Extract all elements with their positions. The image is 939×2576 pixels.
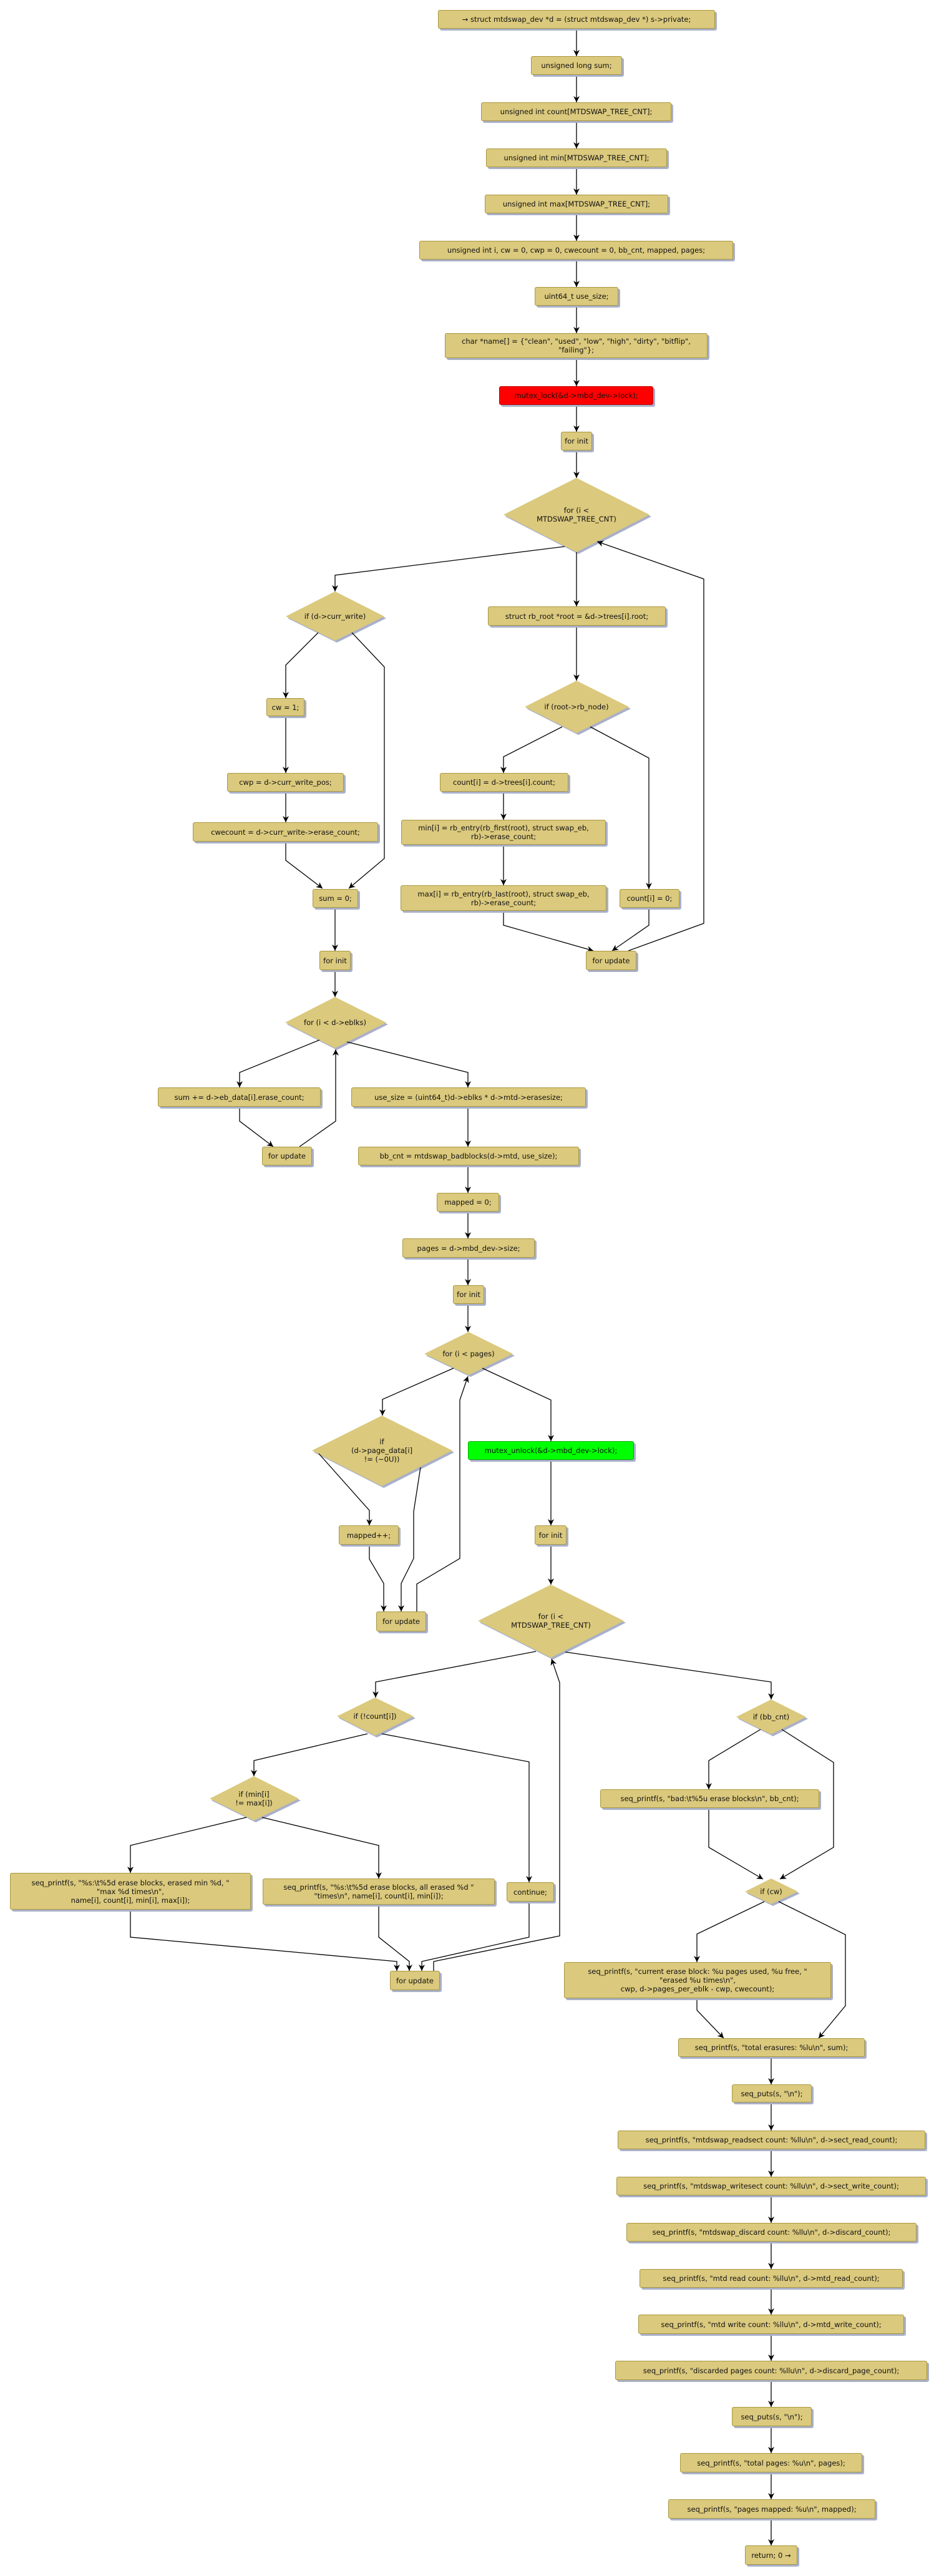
node-for-update-3: for update — [376, 1611, 426, 1631]
node-printf-pages-mapped: seq_printf(s, "pages mapped: %u\n", mapp… — [668, 2499, 875, 2519]
node-printf-discarded-pages: seq_printf(s, "discarded pages count: %l… — [615, 2361, 927, 2380]
if-not-count-diamond — [337, 1698, 414, 1736]
node-printf-total-erasures: seq_printf(s, "total erasures: %lu\n", s… — [678, 2038, 865, 2057]
node-loop-eblks: for (i < d->eblks) — [304, 1018, 366, 1027]
node-mapped-inc: mapped++; — [339, 1525, 399, 1545]
node-max-assign: max[i] = rb_entry(rb_last(root), struct … — [401, 885, 606, 911]
node-for-init-3: for init — [453, 1285, 484, 1304]
node-if-bb-cnt: if (bb_cnt) — [752, 1713, 790, 1721]
diamond-shapes — [210, 478, 808, 1906]
node-decl-count: unsigned int count[MTDSWAP_TREE_CNT]; — [481, 102, 671, 121]
node-decl-min: unsigned int min[MTDSWAP_TREE_CNT]; — [486, 148, 667, 167]
edges — [127, 29, 846, 2545]
if-page-data-diamond — [312, 1416, 452, 1486]
node-loop-pages: for (i < pages) — [442, 1349, 495, 1358]
node-if-not-count: if (!count[i]) — [353, 1712, 397, 1721]
node-mutex-unlock: mutex_unlock(&d->mbd_dev->lock); — [468, 1441, 634, 1460]
node-mapped-zero: mapped = 0; — [437, 1193, 499, 1212]
node-printf-discard: seq_printf(s, "mtdswap_discard count: %l… — [626, 2223, 917, 2242]
node-start: → struct mtdswap_dev *d = (struct mtdswa… — [438, 10, 715, 29]
node-decl-sum: unsigned long sum; — [531, 56, 622, 75]
node-printf-min-max: seq_printf(s, "%s:\t%5d erase blocks, er… — [10, 1873, 251, 1910]
if-min-max-diamond — [210, 1776, 299, 1820]
node-if-curr-write: if (d->curr_write) — [304, 612, 366, 621]
node-printf-mtd-write: seq_printf(s, "mtd write count: %llu\n",… — [638, 2315, 904, 2334]
node-count-assign: count[i] = d->trees[i].count; — [440, 773, 568, 792]
node-if-page-data: if (d->page_data[i] != (~0U)) — [351, 1437, 413, 1464]
node-for-init-4: for init — [535, 1525, 567, 1545]
if-cw-diamond — [745, 1879, 798, 1904]
node-sum-zero: sum = 0; — [313, 889, 358, 908]
loop-pages-diamond — [424, 1332, 513, 1375]
node-decl-vars: unsigned int i, cw = 0, cwp = 0, cwecoun… — [419, 241, 733, 260]
node-decl-use-size: uint64_t use_size; — [535, 287, 618, 306]
node-if-min-max: if (min[i] != max[i]) — [235, 1790, 273, 1807]
node-sum-add: sum += d->eb_data[i].erase_count; — [158, 1087, 321, 1107]
node-puts-newline-1: seq_puts(s, "\n"); — [732, 2084, 812, 2102]
node-printf-writesect: seq_printf(s, "mtdswap_writesect count: … — [616, 2177, 926, 2195]
loop-tree-1-diamond — [504, 478, 650, 552]
loop-tree-2-diamond — [478, 1585, 624, 1658]
node-printf-readsect: seq_printf(s, "mtdswap_readsect count: %… — [618, 2131, 925, 2149]
node-for-init-1: for init — [561, 432, 592, 450]
node-use-size-assign: use_size = (uint64_t)d->eblks * d->mtd->… — [351, 1087, 586, 1107]
node-cwp-assign: cwp = d->curr_write_pos; — [227, 773, 344, 792]
node-if-cw: if (cw) — [760, 1887, 782, 1896]
node-loop-tree-1: for (i < MTDSWAP_TREE_CNT) — [537, 506, 616, 523]
node-continue: continue; — [507, 1882, 554, 1902]
loop-eblks-diamond — [285, 997, 386, 1048]
node-printf-current: seq_printf(s, "current erase block: %u p… — [564, 1962, 831, 1998]
node-decl-max: unsigned int max[MTDSWAP_TREE_CNT]; — [485, 195, 668, 213]
if-rb-node-diamond — [525, 681, 629, 733]
node-pages-assign: pages = d->mbd_dev->size; — [402, 1238, 535, 1258]
node-return: return; 0 → — [745, 2545, 797, 2565]
node-puts-newline-2: seq_puts(s, "\n"); — [732, 2407, 812, 2426]
node-decl-name: char *name[] = {"clean", "used", "low", … — [445, 333, 708, 358]
node-printf-bad: seq_printf(s, "bad:\t%5u erase blocks\n"… — [600, 1789, 819, 1808]
node-for-init-2: for init — [319, 951, 351, 970]
node-mutex-lock: mutex_lock(&d->mbd_dev->lock); — [499, 386, 653, 405]
node-for-update-1: for update — [586, 951, 636, 970]
node-root-assign: struct rb_root *root = &d->trees[i].root… — [488, 606, 666, 626]
node-for-update-2: for update — [262, 1147, 312, 1165]
node-if-rb-node: if (root->rb_node) — [544, 702, 609, 711]
node-loop-tree-2: for (i < MTDSWAP_TREE_CNT) — [511, 1612, 591, 1630]
node-min-assign: min[i] = rb_entry(rb_first(root), struct… — [401, 820, 606, 845]
node-printf-total-pages: seq_printf(s, "total pages: %u\n", pages… — [680, 2453, 862, 2472]
if-curr-write-diamond — [286, 591, 384, 641]
node-for-update-4: for update — [390, 1971, 440, 1990]
node-printf-all-erased: seq_printf(s, "%s:\t%5d erase blocks, al… — [263, 1879, 495, 1905]
node-printf-mtd-read: seq_printf(s, "mtd read count: %llu\n", … — [640, 2269, 903, 2288]
if-bb-cnt-diamond — [736, 1699, 806, 1734]
node-count-zero: count[i] = 0; — [620, 889, 679, 908]
node-bb-cnt-assign: bb_cnt = mtdswap_badblocks(d->mtd, use_s… — [358, 1147, 579, 1165]
node-cwecount-assign: cwecount = d->curr_write->erase_count; — [193, 822, 378, 842]
node-cw-assign: cw = 1; — [266, 698, 304, 716]
